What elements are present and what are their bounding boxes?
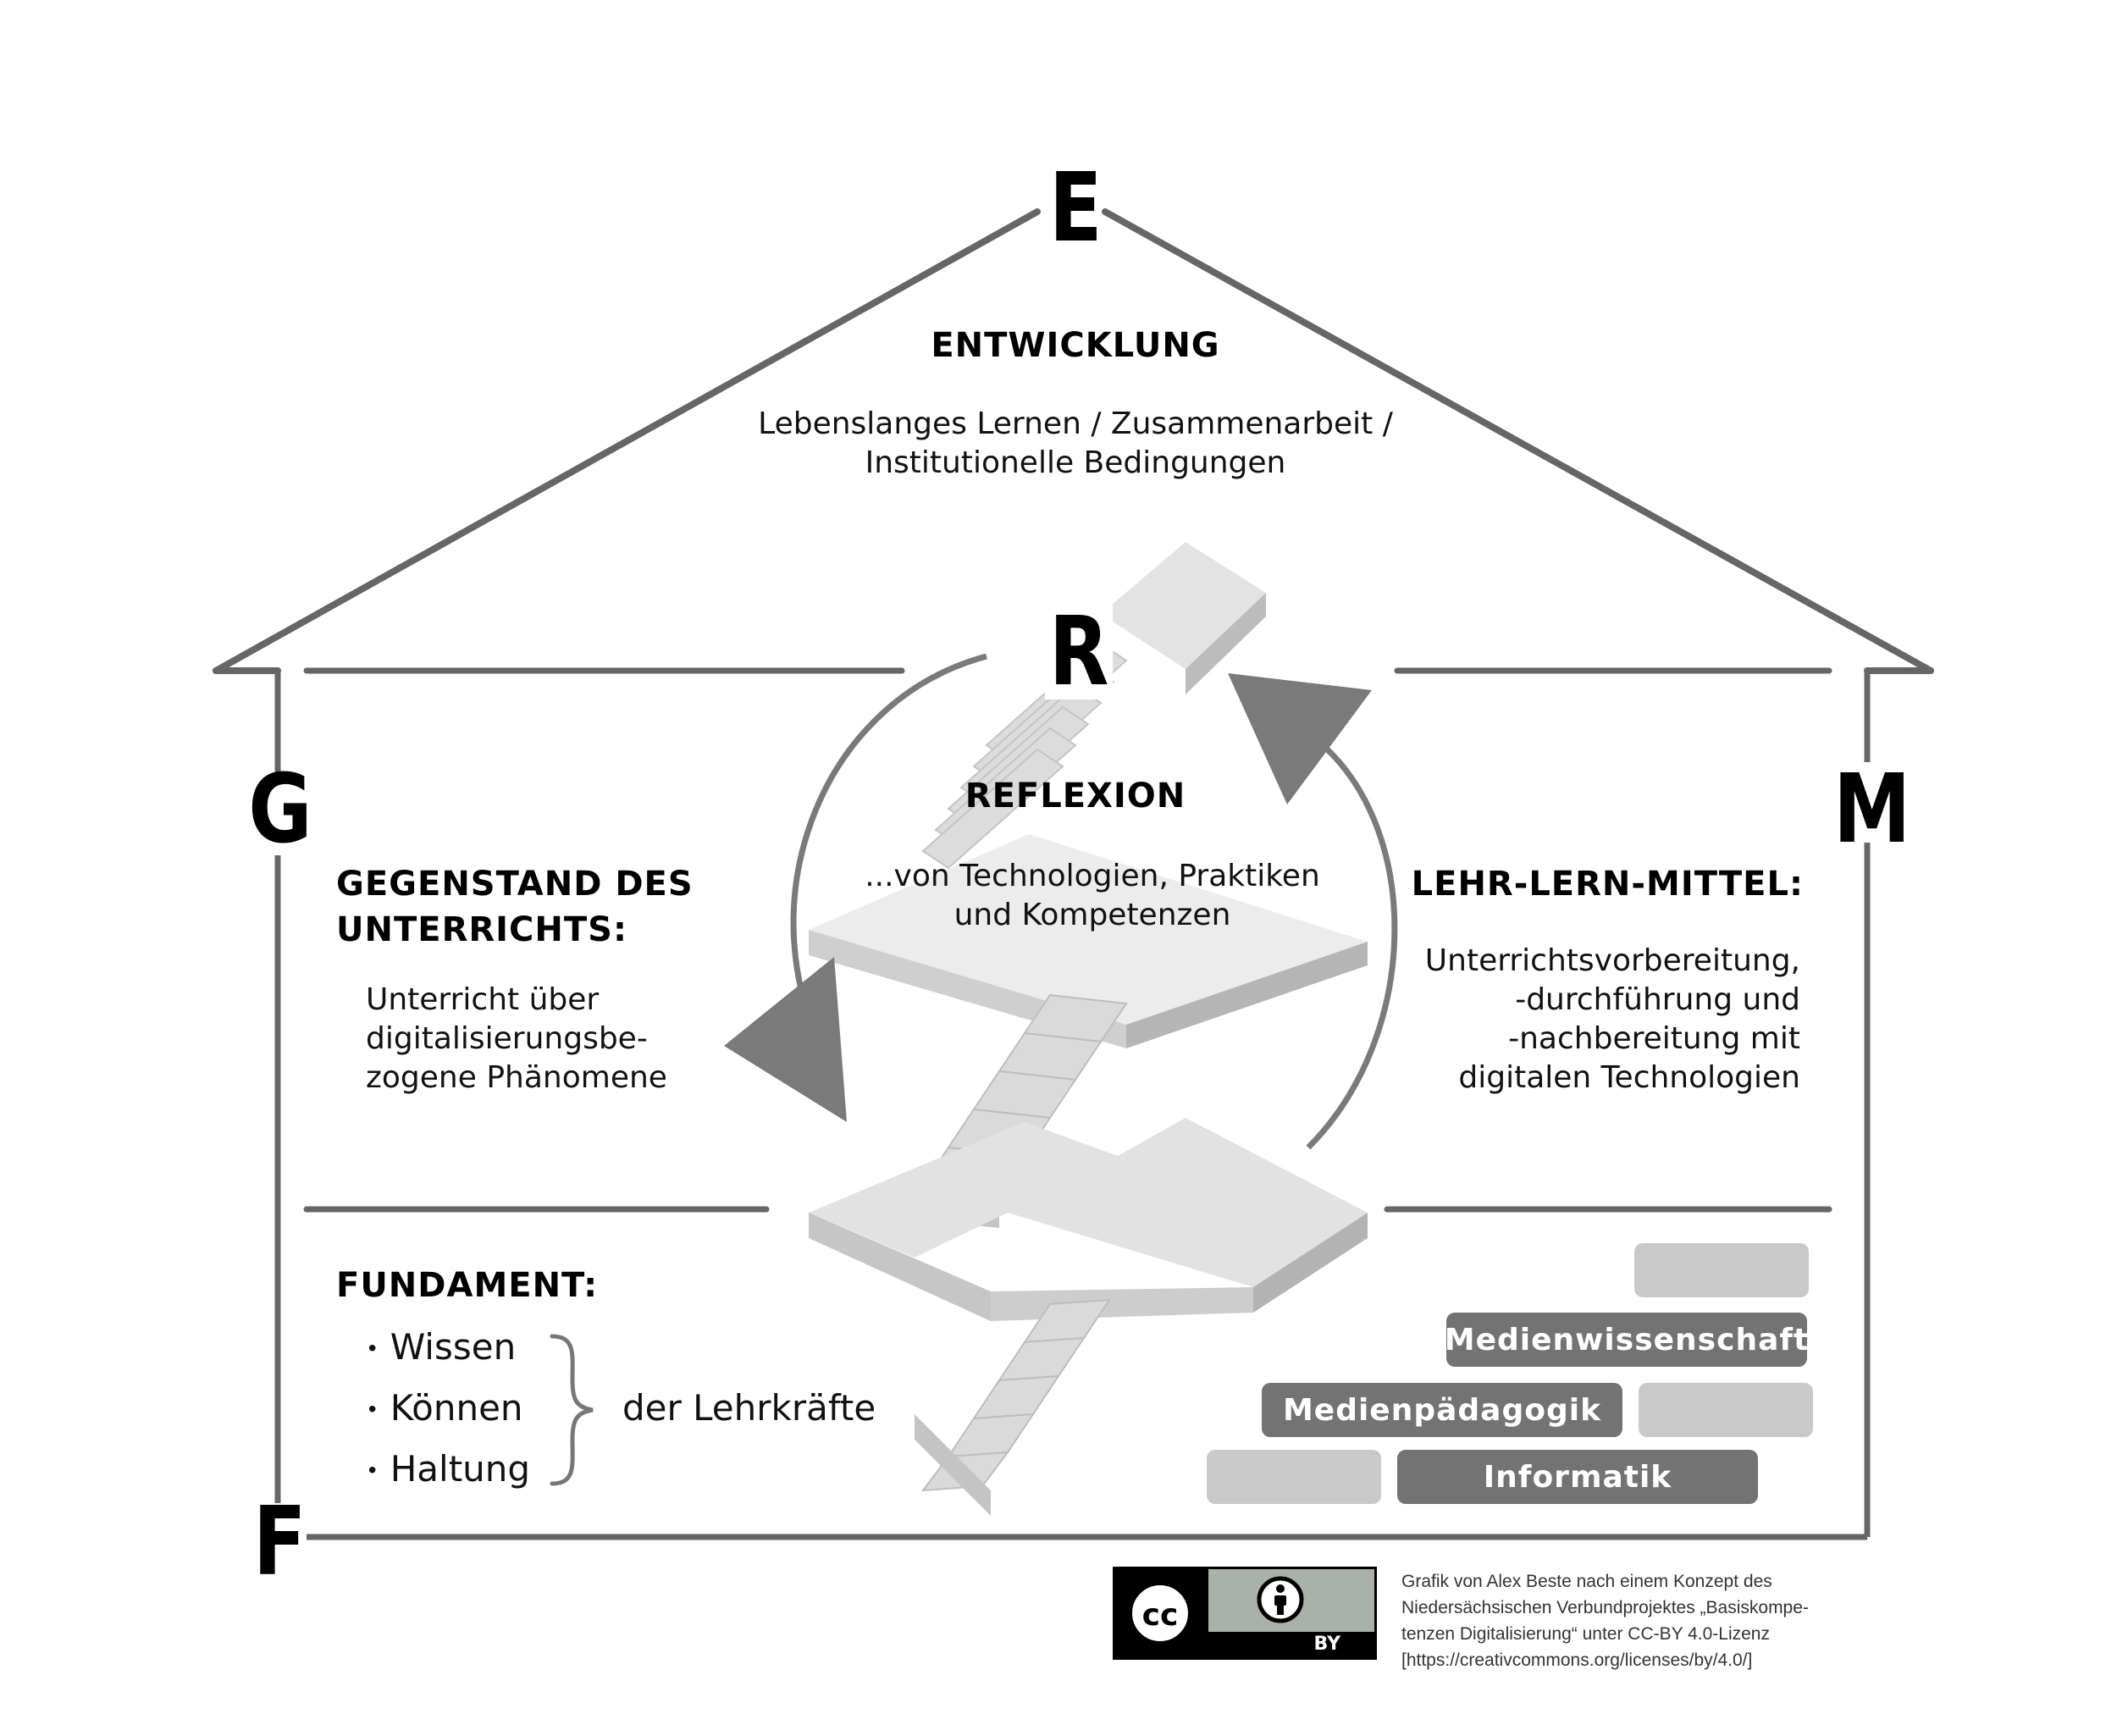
arrow-right-head [1228, 673, 1372, 804]
entwicklung-line-2: Institutionelle Bedingungen [865, 445, 1286, 480]
fundament-item-haltung: Haltung [390, 1448, 531, 1490]
letter-f: F [252, 1487, 307, 1597]
brick-blank [1639, 1383, 1813, 1437]
license-credit-line-3: tenzen Digitalisierung“ unter CC-BY 4.0-… [1401, 1624, 1770, 1644]
letter-g: G [248, 755, 312, 865]
lehr-lern-line-1: Unterrichtsvorbereitung, [1424, 943, 1800, 978]
brick-blank [1634, 1243, 1809, 1297]
arrow-right [1306, 734, 1398, 1150]
cc-logo-text: cc [1142, 1598, 1179, 1633]
lehr-lern-line-2: -durchführung und [1515, 982, 1800, 1017]
fundament-heading: FUNDAMENT: [336, 1266, 599, 1305]
gegenstand-line-1: Unterricht über [366, 982, 600, 1017]
list-item: • Haltung [366, 1450, 530, 1491]
roof-line [1102, 208, 1934, 674]
letter-r: R [1044, 605, 1114, 699]
license-credit-line-1: Grafik von Alex Beste nach einem Konzept… [1401, 1572, 1772, 1591]
roof-line [213, 208, 1041, 674]
bullet: • [366, 1458, 379, 1484]
attribution-person-icon [1257, 1576, 1304, 1623]
brick-medienpaedagogik: Medienpädagogik [1262, 1383, 1622, 1437]
bullet: • [366, 1336, 379, 1363]
reflexion-heading: REFLEXION [965, 777, 1186, 815]
entwicklung-line-1: Lebenslanges Lernen / Zusammenarbeit / [758, 406, 1393, 441]
list-item: • Können [366, 1389, 523, 1430]
reflexion-line-2: und Kompetenzen [953, 898, 1231, 932]
letter-m: M [1833, 755, 1911, 865]
letter-e: E [1048, 153, 1103, 263]
bullet: • [366, 1397, 379, 1424]
arrow-left-head [724, 957, 847, 1122]
list-item: • Wissen [366, 1328, 516, 1369]
fundament-suffix: der Lehrkräfte [622, 1387, 876, 1429]
fundament-item-koennen: Können [390, 1387, 523, 1429]
fundament-item-wissen: Wissen [390, 1326, 517, 1368]
cc-by-license-badge: cc BY [1113, 1567, 1377, 1660]
brick-medienwissenschaft: Medienwissenschaft [1445, 1313, 1808, 1367]
lehr-lern-line-3: -nachbereitung mit [1508, 1021, 1800, 1056]
gegenstand-heading-line-2: UNTERRICHTS: [336, 910, 627, 949]
reflexion-line-1: ...von Technologien, Praktiken [865, 859, 1320, 893]
gegenstand-heading-line-1: GEGENSTAND DES [336, 865, 694, 904]
gegenstand-line-3: zogene Phänomene [366, 1060, 667, 1095]
brick-informatik: Informatik [1397, 1450, 1758, 1504]
gegenstand-line-2: digitalisierungsbe- [366, 1021, 648, 1056]
license-credit-line-4: [https://creativcommons.org/licenses/by/… [1401, 1650, 1753, 1670]
cc-by-label: BY [1313, 1634, 1341, 1655]
entwicklung-heading: ENTWICKLUNG [931, 326, 1220, 365]
curly-brace-icon [550, 1334, 594, 1486]
cc-logo-icon: cc [1127, 1580, 1193, 1646]
license-credit-line-2: Niedersächsischen Verbundprojektes „Basi… [1401, 1598, 1809, 1617]
lehr-lern-line-4: digitalen Technologien [1458, 1060, 1800, 1095]
lehr-lern-heading: LEHR-LERN-MITTEL: [1411, 865, 1804, 904]
brick-blank [1207, 1450, 1381, 1504]
